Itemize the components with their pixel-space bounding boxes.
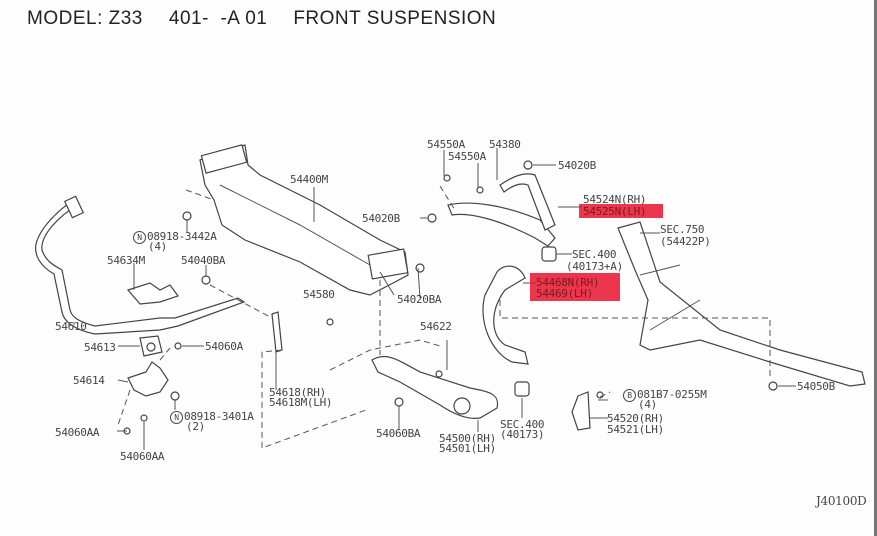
drawing-id: J40100D [816,494,867,508]
stabilizer-bar [35,199,246,335]
section-ref-detail: (54422P) [660,235,711,248]
part-label: 54501(LH) [439,442,496,455]
diagram-title: MODEL: Z33 401- -A 01 FRONT SUSPENSION [27,8,522,30]
part-label: 54613 [84,341,116,354]
section-name: FRONT SUSPENSION [293,8,497,29]
upper-link-arm [447,202,556,247]
part-label: 54060A [205,340,243,353]
leader-lines [73,148,796,450]
bolt-head [596,391,604,399]
bolt-head [443,174,451,182]
quantity-label: (4) [638,398,657,411]
part-label: 54040BA [181,254,226,267]
nut [523,160,533,170]
part-label-highlighted: 54468N(RH) [536,276,600,289]
lower-ball-joint-boot [514,381,530,397]
crossmember-mount-right [367,248,409,280]
bolt-head [174,342,182,350]
highlight-lower-arm [530,273,620,301]
nut [415,263,425,273]
quantity-label: (4) [148,240,167,253]
lower-link-arm [482,265,529,365]
stabilizer-connecting-rod [271,311,283,353]
part-label: 54500(RH) [439,432,496,445]
part-label: 54060AA [55,426,100,439]
part-label: 54550A [448,150,486,163]
crossmember-ridge [219,184,371,266]
stabilizer-bar-end [63,195,85,219]
quantity-label: (2) [186,420,205,433]
part-label: 54610 [55,320,87,333]
nut [201,275,211,285]
transverse-link-bushing [453,397,471,415]
part-label: 54050B [797,380,835,393]
nut [427,213,437,223]
part-label: 54550A [427,138,465,151]
upper-ball-joint-boot [541,246,557,262]
part-label: 54618M(LH) [269,396,333,409]
section-ref: SEC.750 [660,223,705,236]
part-label: 54520(RH) [607,412,664,425]
strut-tower-brace [639,264,701,331]
nut-marker-icon: N [133,231,146,244]
bolt-marker-icon: B [623,389,636,402]
section-ref: SEC.400 [500,418,545,431]
bushing-hole [146,342,156,352]
nut [182,211,192,221]
section-ref-detail: (40173) [500,428,545,441]
section-code: 401- -A 01 [168,8,268,29]
nut [394,397,404,407]
nut-marker-icon: N [170,411,183,424]
stabilizer-bracket [126,282,179,305]
model-label: MODEL: Z33 [27,8,143,29]
bolt-head [326,318,334,326]
part-label: 54020B [362,212,400,225]
strut-tower-bar [617,221,866,387]
part-label: 54380 [489,138,521,151]
part-label: 54020BA [397,293,442,306]
part-label: 54020B [558,159,596,172]
part-label: 54614 [73,374,105,387]
knuckle-bracket [571,391,591,431]
part-label: 54524N(RH) [583,193,647,206]
highlight-upper-arm-lh [579,204,663,218]
bushing-clamp [127,361,169,397]
part-label: 54580 [303,288,335,301]
nut [435,370,443,378]
part-label: 54618(RH) [269,386,326,399]
part-label: 54521(LH) [607,423,664,436]
part-label-highlighted: 54469(LH) [536,287,593,300]
nut [170,391,180,401]
bolt-head [140,414,148,422]
crossmember-mount-left [200,144,248,174]
dashed-guides [117,185,771,449]
part-label: 54060BA [376,427,421,440]
section-ref: SEC.400 [572,248,617,261]
upper-link-arm-rear [499,173,556,231]
transverse-link [371,355,499,420]
part-label: 54060AA [120,450,165,463]
bolt-head [476,186,484,194]
part-label-highlighted: 54525N(LH) [583,205,647,218]
nut [768,381,778,391]
section-ref-detail: (40173+A) [566,260,623,273]
page-edge [874,0,877,536]
part-label: 54400M [290,173,328,186]
part-label: 54622 [420,320,452,333]
part-label: 54634M [107,254,145,267]
